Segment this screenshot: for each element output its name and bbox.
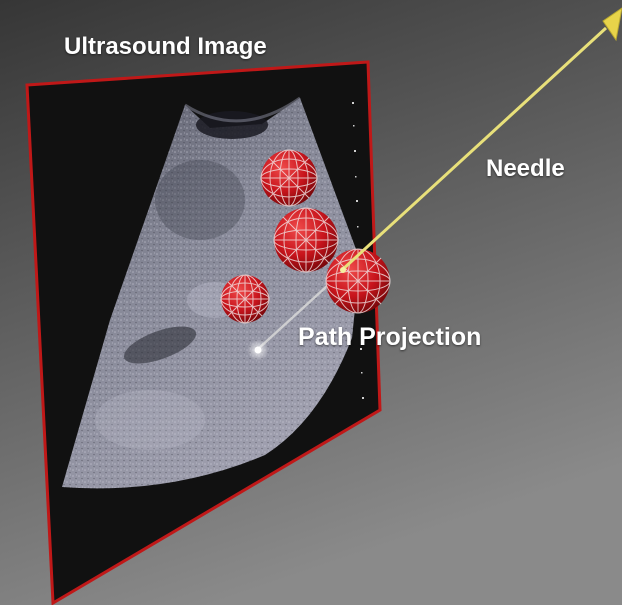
needle-tip xyxy=(340,267,346,273)
target-sphere[interactable] xyxy=(221,275,269,323)
target-sphere[interactable] xyxy=(274,208,338,272)
needle-label: Needle xyxy=(486,155,565,183)
target-sphere[interactable] xyxy=(261,150,317,206)
target-sphere[interactable] xyxy=(326,249,390,313)
ultrasound-image-label: Ultrasound Image xyxy=(64,33,267,61)
path-projection-label: Path Projection xyxy=(298,323,481,352)
